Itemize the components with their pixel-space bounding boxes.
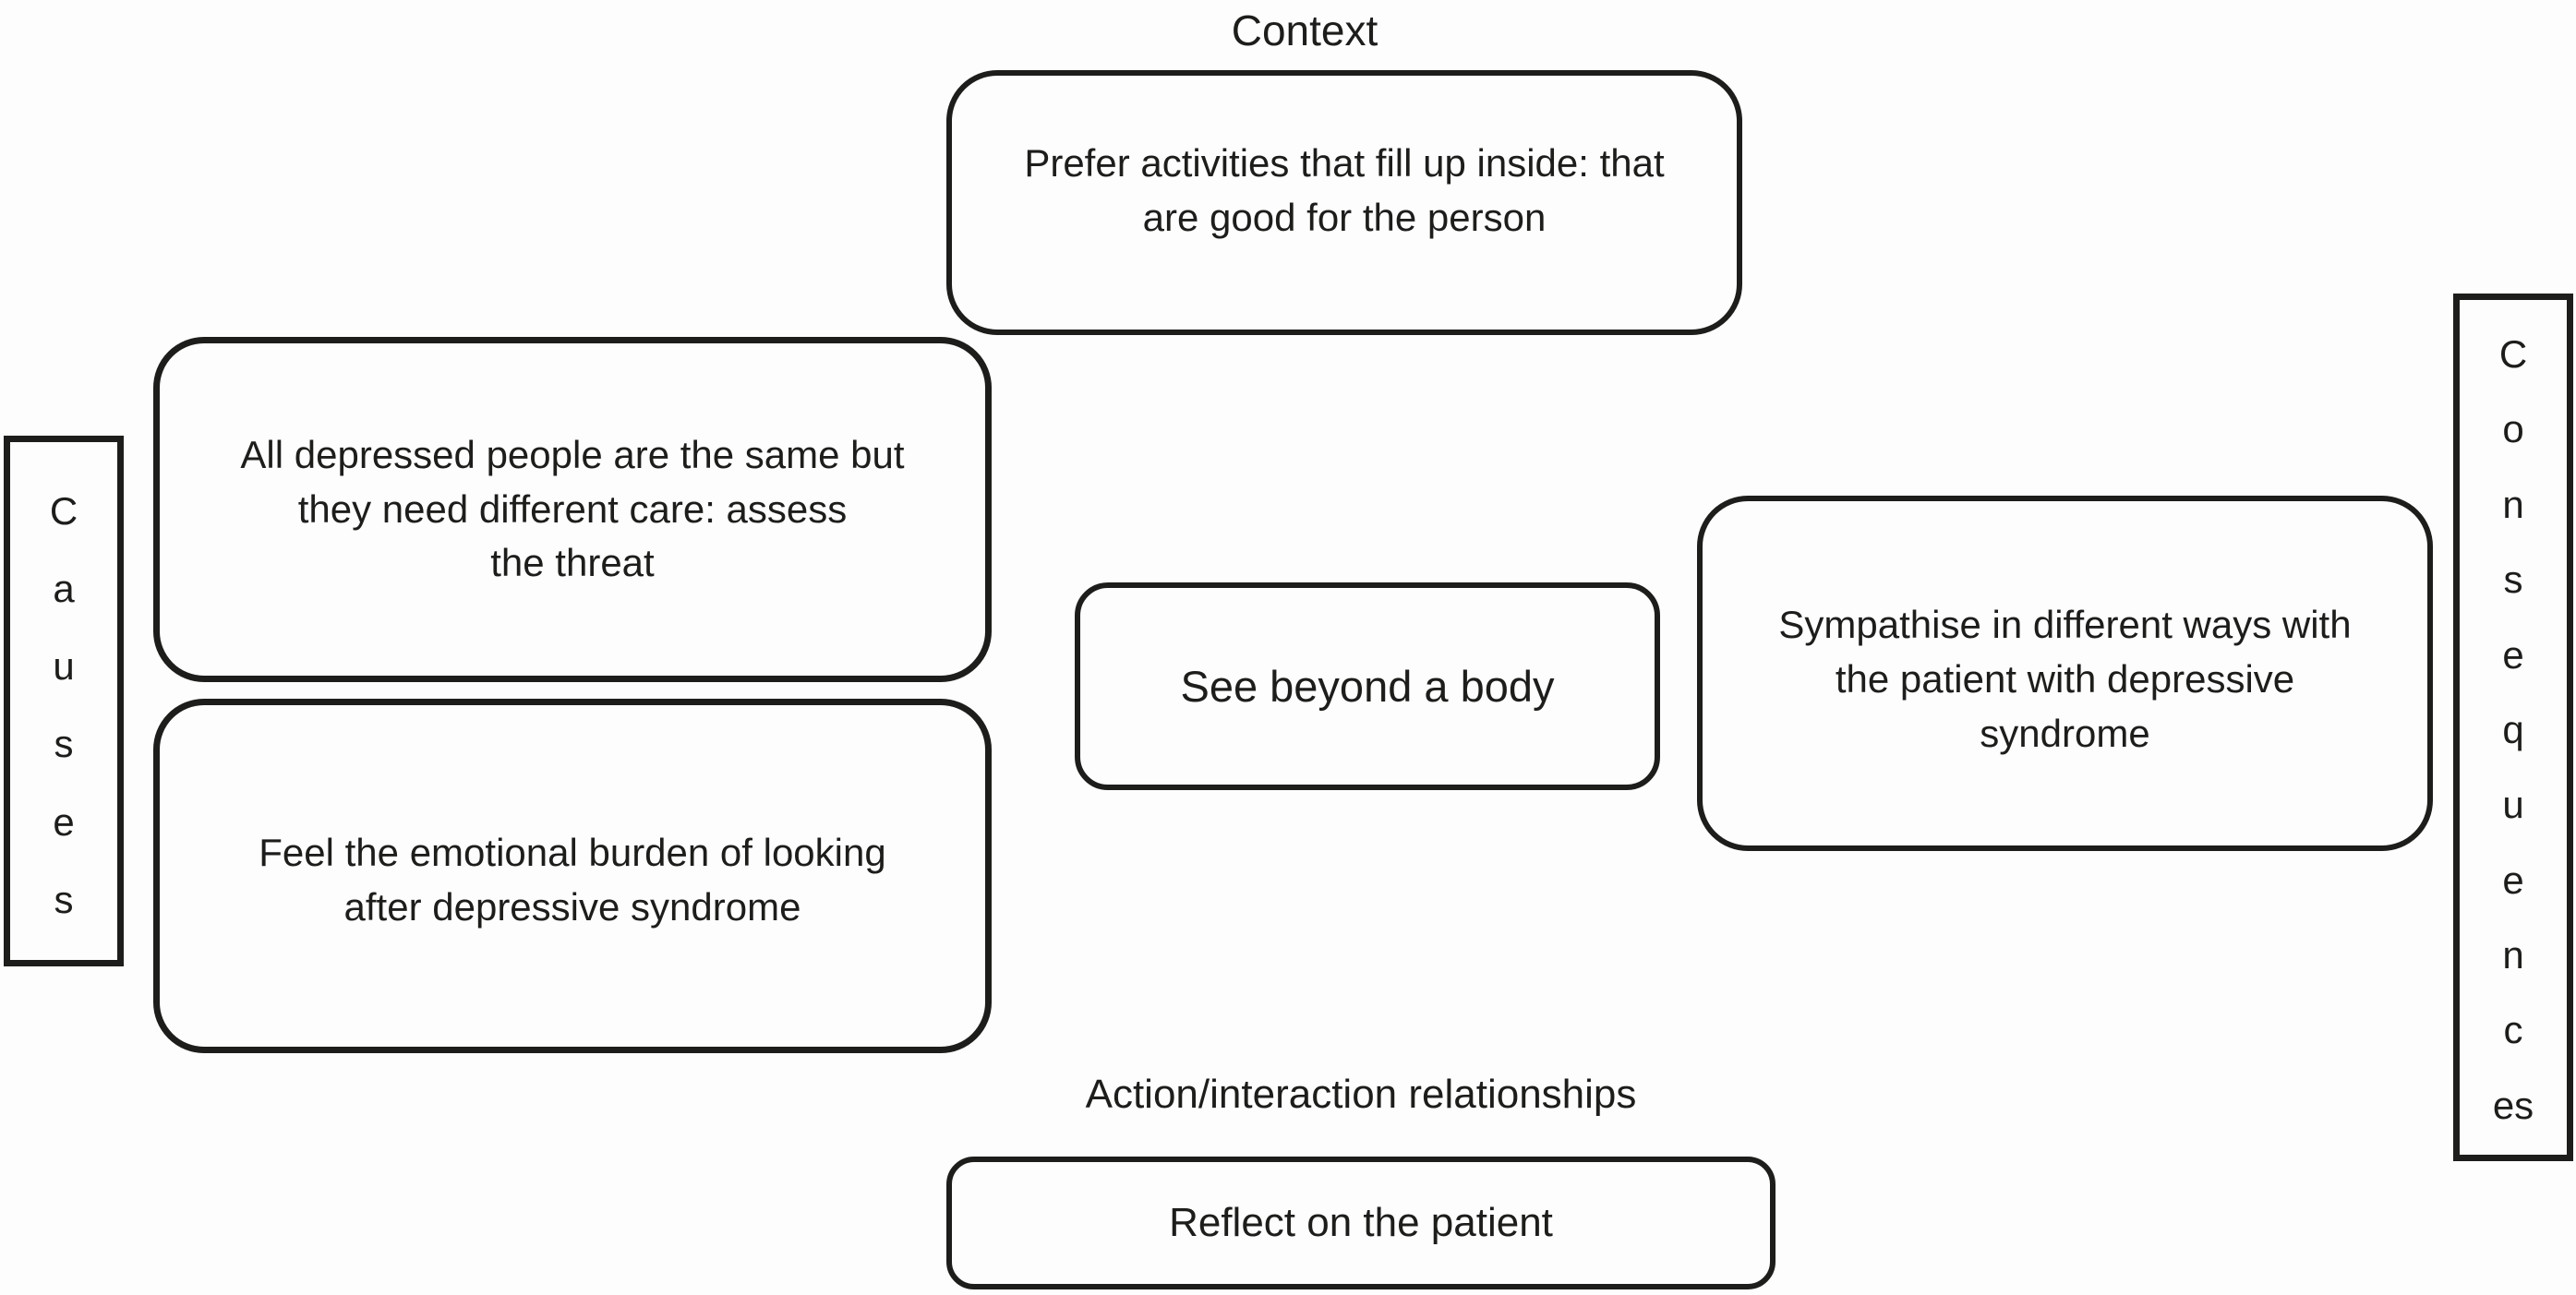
- consequences-letter: n: [2502, 482, 2524, 526]
- consequences-letter: C: [2498, 332, 2528, 376]
- consequences-letter: o: [2502, 407, 2524, 451]
- causes-letter: s: [54, 722, 74, 766]
- sympathise-box: Sympathise in different ways with the pa…: [1697, 496, 2433, 851]
- see-beyond-body-box-text: See beyond a body: [1180, 661, 1555, 711]
- consequences-letter: e: [2502, 632, 2524, 677]
- causes-letter: C: [49, 489, 78, 533]
- sympathise-box-text: Sympathise in different ways with the pa…: [1778, 603, 2352, 755]
- context-section-label: Context: [1231, 6, 1378, 54]
- reflect-on-patient-box: Reflect on the patient: [946, 1157, 1776, 1289]
- consequences-letter: e: [2502, 857, 2524, 902]
- causes-label-box: C a u s e s: [4, 436, 124, 966]
- assess-threat-box: All depressed people are the same but th…: [153, 337, 992, 682]
- assess-threat-box-text: All depressed people are the same but th…: [240, 432, 905, 585]
- consequences-label-box: C o n s e q u e n c es: [2453, 294, 2573, 1161]
- consequences-letter: q: [2502, 707, 2524, 751]
- causes-letter: u: [53, 644, 75, 689]
- emotional-burden-box: Feel the emotional burden of looking aft…: [153, 699, 992, 1053]
- causes-letter: e: [53, 799, 75, 844]
- emotional-burden-box-text: Feel the emotional burden of looking aft…: [259, 831, 886, 929]
- consequences-letter: c: [2503, 1008, 2523, 1052]
- consequences-letter: s: [2503, 558, 2523, 602]
- consequences-letter: es: [2492, 1083, 2534, 1127]
- context-box-text: Prefer activities that fill up inside: t…: [1024, 140, 1665, 239]
- see-beyond-body-box: See beyond a body: [1075, 582, 1660, 790]
- causes-letter: s: [54, 877, 74, 921]
- reflect-on-patient-box-text: Reflect on the patient: [1169, 1200, 1553, 1246]
- context-box: Prefer activities that fill up inside: t…: [946, 70, 1742, 335]
- causes-letter: a: [53, 567, 75, 611]
- consequences-letter: n: [2502, 933, 2524, 977]
- consequences-letter: u: [2502, 783, 2524, 827]
- action-interaction-section-label: Action/interaction relationships: [1085, 1072, 1637, 1117]
